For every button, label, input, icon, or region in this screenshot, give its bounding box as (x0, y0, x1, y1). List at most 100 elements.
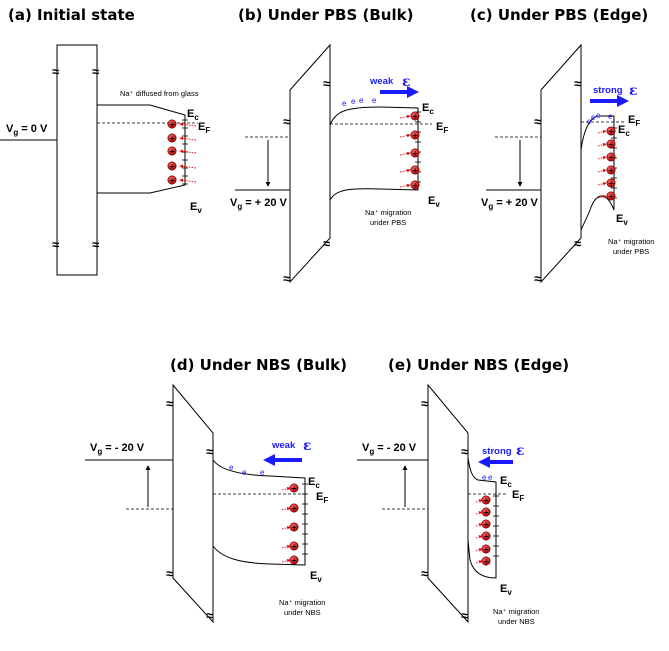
ec-label: Ec (500, 475, 512, 489)
field-symbol: ɛ (402, 74, 411, 90)
migration-note: under NBS (284, 608, 321, 617)
break-mark: ≈ (574, 236, 581, 251)
ev-label: Ev (616, 213, 628, 227)
semiconductor-band-outline (329, 106, 419, 201)
sodium-ion (481, 544, 491, 554)
panel-b-title: (b) Under PBS (Bulk) (238, 6, 413, 24)
sodium-ion (606, 165, 616, 175)
dielectric-box (172, 383, 214, 624)
sodium-ion (481, 507, 491, 517)
sodium-ion (289, 483, 299, 493)
ion-charge-label: + (169, 148, 175, 156)
break-mark: ≈ (323, 76, 330, 91)
break-mark: ≈ (92, 237, 99, 252)
dielectric-box (289, 43, 331, 284)
ec-label: Ec (422, 102, 434, 116)
migration-arrow (597, 142, 607, 147)
sodium-ion (410, 180, 420, 190)
break-mark: ≈ (283, 114, 290, 129)
field-symbol: ɛ (629, 83, 638, 99)
ion-charge-label: + (412, 113, 418, 121)
break-mark: ≈ (421, 566, 428, 581)
migration-arrow (475, 511, 483, 515)
sodium-ion (410, 111, 420, 121)
sodium-ion (167, 119, 177, 129)
sodium-ion (289, 503, 299, 513)
dielectric-box (56, 44, 98, 276)
break-mark: ≈ (206, 444, 213, 459)
ev-label: Ev (428, 195, 440, 209)
gate-voltage-label: Vg = 0 V (6, 123, 48, 137)
sodium-ion (606, 139, 616, 149)
sodium-ion (289, 541, 299, 551)
migration-arrow (399, 151, 411, 156)
sodium-ion (481, 556, 491, 566)
semiconductor-band-outline (212, 459, 306, 566)
ef-label: EF (512, 489, 524, 503)
break-mark: ≈ (166, 566, 173, 581)
ion-charge-label: + (412, 182, 418, 190)
ef-label: EF (198, 121, 210, 135)
migration-arrow (475, 523, 483, 527)
ion-charge-label: + (291, 505, 297, 513)
electron: e (587, 117, 592, 126)
migration-arrow (281, 525, 291, 530)
sodium-ion (606, 126, 616, 136)
sodium-ion (167, 161, 177, 171)
ion-charge-label: + (169, 121, 175, 129)
electron: e (242, 468, 247, 477)
ion-charge-label: + (608, 154, 614, 162)
electron: e (359, 96, 364, 105)
field-strength-label: strong (593, 85, 623, 96)
ev-label: Ev (190, 201, 202, 215)
migration-arrow (475, 499, 483, 503)
panel-b: (b) Under PBS (Bulk) Vg = + 20 V ≈ ≈ ≈ ≈… (230, 6, 448, 286)
panel-e-title: (e) Under NBS (Edge) (388, 356, 569, 374)
field-symbol: ɛ (516, 443, 525, 459)
migration-note: under PBS (370, 218, 406, 227)
migration-note: under PBS (613, 247, 649, 256)
ion-charge-label: + (412, 150, 418, 158)
break-mark: ≈ (534, 114, 541, 129)
break-mark: ≈ (534, 271, 541, 286)
migration-arrow (597, 168, 607, 173)
migration-arrow (475, 535, 483, 539)
panel-a: (a) Initial state Vg = 0 V ≈ ≈ ≈ ≈ Na⁺ d… (0, 6, 210, 276)
migration-arrow (597, 155, 607, 160)
ec-label: Ec (187, 108, 199, 122)
sodium-ion (410, 165, 420, 175)
ion-charge-label: + (608, 167, 614, 175)
ec-label: Ec (618, 124, 630, 138)
migration-arrow (281, 506, 291, 511)
sodium-ion (167, 133, 177, 143)
migration-note: under NBS (498, 617, 535, 626)
migration-arrow (597, 194, 607, 199)
ion-charge-label: + (483, 509, 489, 517)
migration-arrow (597, 129, 607, 134)
break-mark: ≈ (574, 76, 581, 91)
ion-charge-label: + (608, 128, 614, 136)
migration-arrow (399, 133, 411, 138)
sodium-ion (481, 519, 491, 529)
sodium-ion (606, 178, 616, 188)
ion-charge-label: + (412, 132, 418, 140)
sodium-ion (289, 555, 299, 565)
sodium-ion (410, 148, 420, 158)
panel-a-title: (a) Initial state (8, 6, 135, 24)
ion-charge-label: + (483, 497, 489, 505)
panel-e: (e) Under NBS (Edge) Vg = - 20 V ≈ ≈ ≈ ≈… (357, 356, 569, 626)
migration-note: Na⁺ migration (493, 607, 539, 616)
gate-voltage-label: Vg = - 20 V (362, 442, 417, 456)
migration-arrow (475, 548, 483, 552)
dielectric-box (427, 383, 469, 624)
break-mark: ≈ (52, 64, 59, 79)
migration-arrow (399, 183, 411, 188)
migration-arrow (281, 486, 291, 491)
migration-arrow (281, 558, 291, 563)
dielectric-box (540, 43, 582, 284)
ef-label: EF (628, 114, 640, 128)
break-mark: ≈ (421, 396, 428, 411)
ec-label: Ec (308, 476, 320, 490)
ev-label: Ev (310, 570, 322, 584)
